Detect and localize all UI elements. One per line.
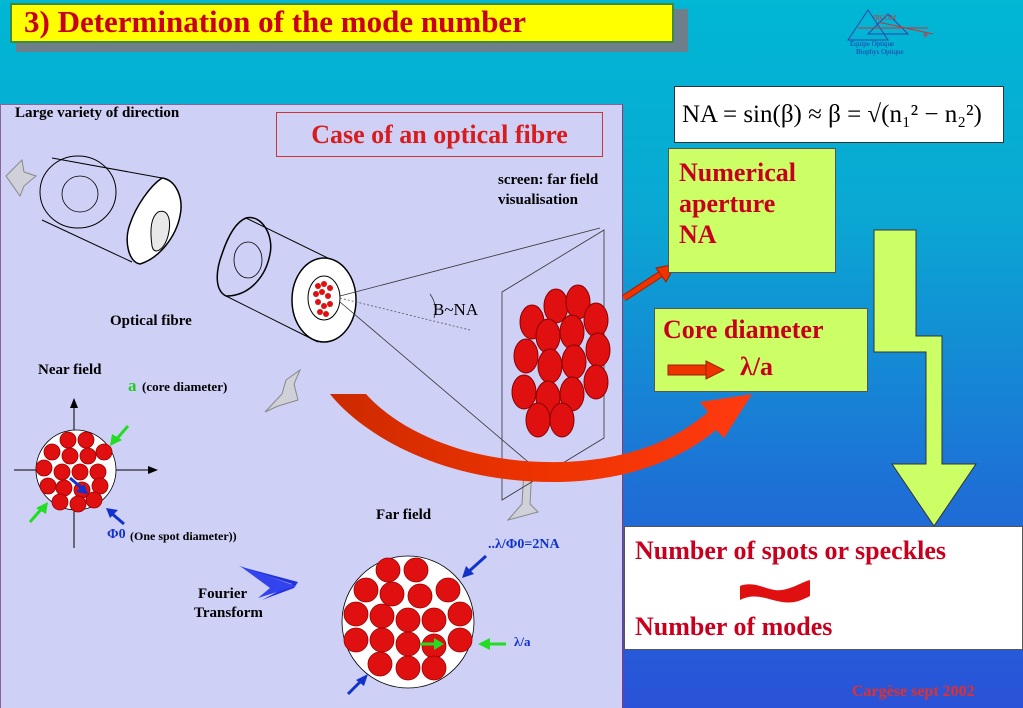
core-diameter-box: Core diameter [654, 308, 868, 392]
grey-arrow-icon [264, 368, 302, 413]
core-value: λ/a [740, 352, 773, 381]
one-spot-label: (One spot diameter)) [130, 529, 237, 543]
result-line2: Number of modes [635, 612, 833, 641]
na-formula: NA = sin(β) ≈ β = √(n₁² − n₂²) [682, 101, 982, 128]
screen-label-line1: screen: far field [498, 172, 599, 188]
core-diameter-label: (core diameter) [142, 379, 228, 394]
near-field-label: Near field [38, 362, 102, 378]
na-line1: Numerical [679, 158, 796, 187]
screen-label-line2: visualisation [498, 192, 579, 208]
core-speckles [313, 281, 333, 317]
curved-arrow-icon [330, 394, 752, 483]
numerical-aperture-box: Numerical aperture NA [668, 148, 836, 273]
screen-speckles [511, 284, 611, 438]
phi0-symbol: Φ0 [107, 527, 126, 542]
svg-text:✳: ✳ [922, 30, 930, 40]
core-line1: Core diameter [663, 315, 824, 344]
formula-box [674, 86, 1004, 143]
logo-text: Biophys Optique [856, 48, 904, 56]
footer-text: Cargèse sept 2002 [852, 683, 975, 700]
lambda-a-small-label: λ/a [514, 634, 531, 649]
na-line3: NA [679, 220, 717, 249]
far-field-ratio-label: ..λ/Φ0=2NA [488, 537, 560, 552]
logo-icon: ✳ [847, 9, 934, 41]
case-label: Case of an optical fibre [276, 112, 603, 157]
red-right-arrow-icon [667, 360, 726, 380]
optical-fibre-label: Optical fibre [110, 313, 192, 329]
core-symbol: a [128, 376, 137, 395]
green-down-arrow-icon [873, 229, 977, 527]
large-variety-label: Large variety of direction [15, 105, 180, 121]
result-box [624, 526, 1023, 650]
far-field-label: Far field [376, 507, 432, 523]
grey-arrow-icon [5, 158, 38, 198]
page-title: 3) Determination of the mode number [24, 4, 526, 39]
na-line2: aperture [679, 189, 776, 218]
title-box [10, 3, 674, 43]
near-field-speckles [35, 431, 113, 513]
logo-text: Équipe Optique [850, 40, 895, 48]
fourier-label-line1: Fourier [198, 586, 248, 602]
logo-text: IRCOM [873, 14, 896, 22]
result-line1: Number of spots or speckles [635, 536, 947, 565]
fibre-diagram [5, 155, 611, 696]
fourier-label-line2: Transform [194, 605, 263, 621]
tilde-icon [740, 580, 810, 603]
beta-na-label: B~NA [433, 300, 479, 319]
